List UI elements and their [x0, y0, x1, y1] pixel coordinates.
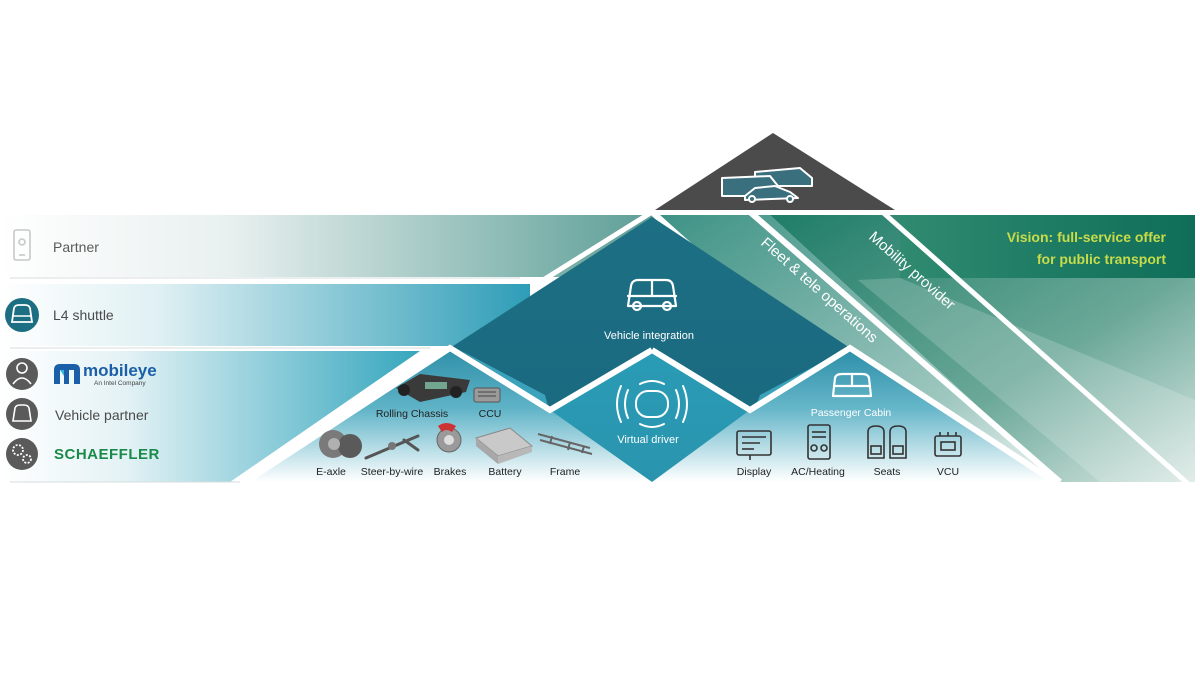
frame-icon [537, 433, 593, 455]
label-rolling-chassis: Rolling Chassis [376, 408, 448, 420]
seats-icon [867, 425, 907, 459]
row-label-partner: Partner [53, 239, 99, 255]
schaeffler-logo: SCHAEFFLER [54, 446, 160, 463]
mobility-provider-band [770, 215, 1195, 482]
brakes-icon [436, 423, 462, 453]
vehicle-circle-icon [6, 398, 38, 430]
partner-band [0, 215, 660, 277]
mobility-fade [858, 278, 1195, 482]
diag-separator-3 [876, 206, 1197, 492]
vehicle-partner-band [0, 351, 420, 482]
pyramid-separator-left [243, 344, 654, 485]
vcu-icon [934, 432, 962, 457]
label-steer-by-wire: Steer-by-wire [361, 466, 424, 478]
passenger-cabin-icon [831, 372, 873, 398]
ac-heating-icon [807, 424, 831, 460]
label-display: Display [737, 466, 772, 478]
shuttle-circle-icon [5, 298, 39, 332]
phone-icon [13, 229, 31, 261]
driver-circle-icon [6, 358, 38, 390]
mobileye-tagline: An Intel Company [94, 380, 146, 387]
label-ccu: CCU [479, 408, 502, 420]
e-axle-icon [319, 430, 362, 458]
public-transport-vehicles-icon [721, 167, 813, 203]
label-battery: Battery [488, 466, 522, 478]
label-frame: Frame [550, 466, 580, 478]
label-seats: Seats [874, 466, 901, 478]
fleet-ops-band [660, 215, 1060, 482]
row-label-l4-shuttle: L4 shuttle [53, 307, 114, 323]
label-vehicle-integration: Vehicle integration [604, 330, 694, 342]
pyramid-separator-top-left [538, 209, 654, 285]
steer-by-wire-icon [364, 434, 420, 460]
shuttle-icon [626, 278, 678, 312]
vision-line-2: for public transport [1037, 251, 1166, 267]
label-passenger-cabin: Passenger Cabin [811, 407, 892, 419]
vision-box [900, 215, 1195, 278]
mobileye-logo: mobileye An Intel Company [54, 361, 157, 387]
rolling-chassis-icon [396, 374, 470, 402]
label-virtual-driver: Virtual driver [617, 434, 679, 446]
display-icon [736, 430, 772, 460]
gears-circle-icon [6, 438, 38, 470]
virtual-driver-car-icon [616, 380, 688, 428]
label-brakes: Brakes [434, 466, 467, 478]
shuttle-band [0, 284, 530, 346]
pyramid-separator-right [650, 344, 1057, 485]
vision-line-1: Vision: full-service offer [1007, 229, 1167, 245]
vehicle-integration-area [450, 217, 850, 410]
mobileye-wordmark: mobileye [83, 361, 157, 380]
diag-separator-2 [748, 209, 1062, 485]
label-e-axle: E-axle [316, 466, 346, 478]
ccu-icon [473, 387, 501, 403]
battery-icon [474, 427, 534, 464]
label-ac-heating: AC/Heating [791, 466, 845, 478]
row-label-vehicle-partner: Vehicle partner [55, 407, 149, 423]
label-vcu: VCU [937, 466, 959, 478]
